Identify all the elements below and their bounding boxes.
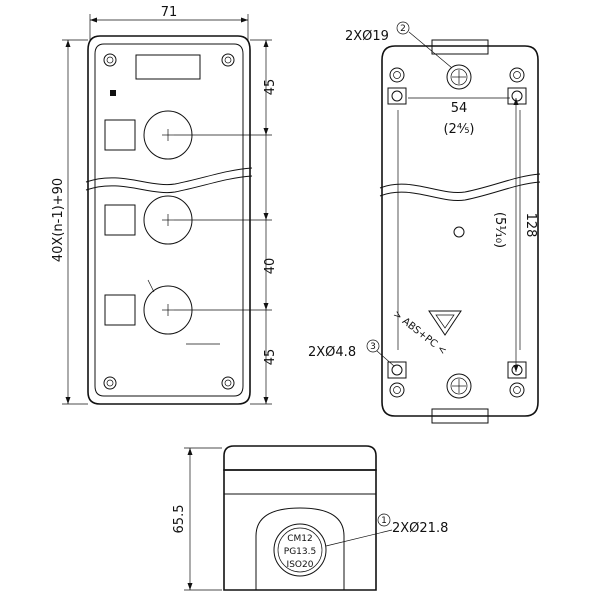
gland-circle bbox=[273, 523, 327, 577]
front-inner-panel bbox=[94, 43, 244, 397]
callout-1-text: 2XØ21.8 bbox=[392, 521, 448, 536]
callout-1-number: 1 bbox=[381, 516, 387, 526]
bottom-center-hole bbox=[446, 373, 472, 399]
front-break-line bbox=[85, 167, 253, 186]
hole-spacing-label: 54 bbox=[451, 101, 468, 116]
callout-2-number: 2 bbox=[400, 24, 406, 34]
gland-line-3: ISO20 bbox=[287, 560, 314, 570]
side-cap bbox=[223, 445, 377, 471]
bottom-pitch-label: 45 bbox=[263, 349, 278, 366]
back-outer-body bbox=[381, 45, 539, 417]
mid-pitch-label: 40 bbox=[263, 258, 278, 275]
spacing-128-inch-label: (5⅒) bbox=[492, 212, 507, 248]
button-row-3 bbox=[104, 279, 272, 345]
front-width-label: 71 bbox=[161, 5, 178, 20]
back-break-line bbox=[379, 173, 541, 194]
side-view: CM12 PG13.5 ISO20 65.5 1 2XØ21.8 bbox=[172, 445, 448, 591]
button-row-1 bbox=[104, 110, 272, 160]
callout-3-text: 2XØ4.8 bbox=[308, 345, 356, 360]
front-view: 71 bbox=[51, 5, 278, 405]
callout-2-text: 2XØ19 bbox=[345, 29, 389, 44]
side-height-label: 65.5 bbox=[172, 505, 187, 534]
label-slot bbox=[135, 54, 201, 80]
front-outer-body bbox=[87, 35, 251, 405]
top-center-hole bbox=[446, 64, 472, 90]
back-view: > ABS+PC < 2XØ19 2 54 (2⅘) 128 (5⅒) 2XØ4… bbox=[308, 21, 541, 424]
callout-3-number: 3 bbox=[370, 342, 376, 352]
gland-line-1: CM12 bbox=[287, 534, 313, 544]
front-corner-holes bbox=[103, 53, 235, 390]
spacing-128-label: 128 bbox=[523, 213, 538, 238]
hole-spacing-inch-label: (2⅘) bbox=[443, 122, 474, 137]
side-body bbox=[223, 469, 377, 591]
overall-height-label: 40X(n-1)+90 bbox=[51, 178, 66, 262]
material-label: > ABS+PC < bbox=[391, 309, 449, 357]
gland-line-2: PG13.5 bbox=[284, 547, 316, 557]
top-pitch-label: 45 bbox=[263, 79, 278, 96]
button-row-2 bbox=[104, 195, 272, 245]
indicator-square bbox=[110, 90, 116, 96]
gland-boss bbox=[255, 507, 345, 590]
triangle-mark bbox=[428, 310, 462, 336]
